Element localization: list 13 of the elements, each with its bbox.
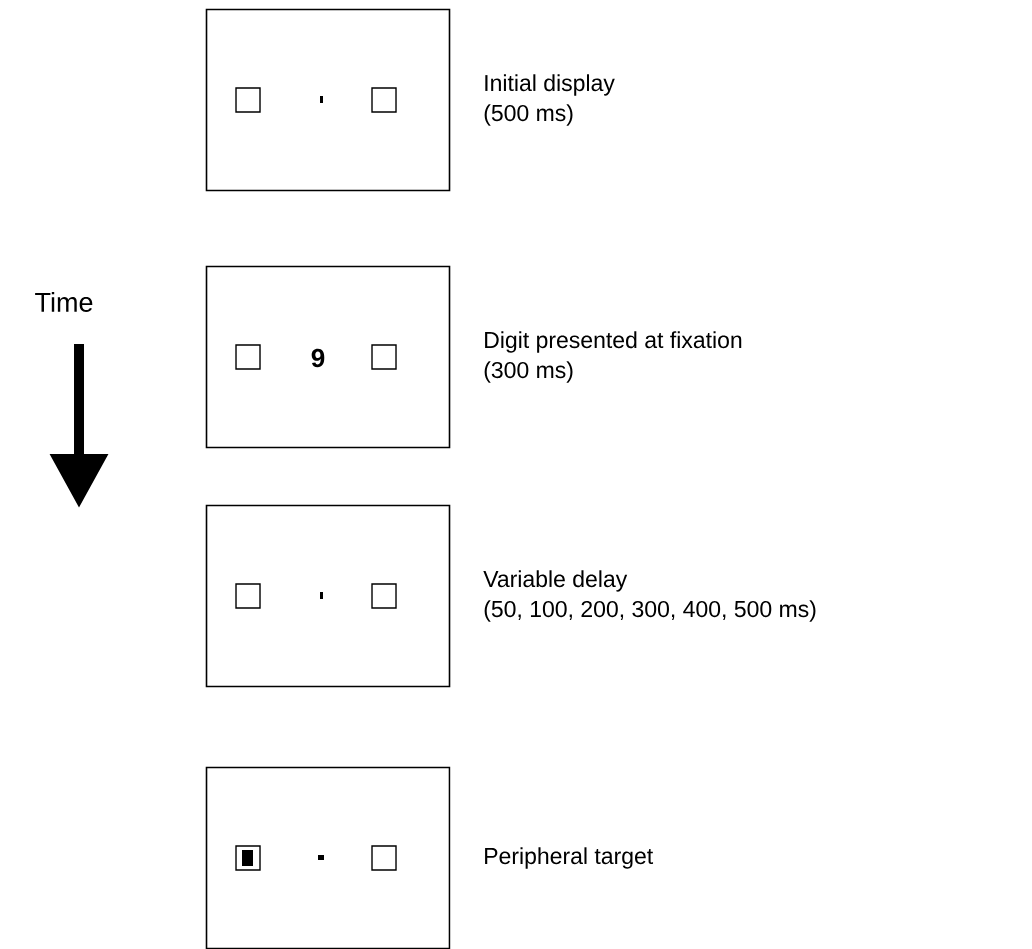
screen-box bbox=[205, 265, 451, 449]
screen-box bbox=[205, 504, 451, 688]
digit: 9 bbox=[311, 348, 325, 368]
screen-caption: (50, 100, 200, 300, 400, 500 ms) bbox=[484, 600, 816, 622]
screen-box bbox=[205, 8, 451, 192]
screen-box bbox=[205, 766, 451, 949]
screen-caption: Peripheral target bbox=[485, 847, 654, 869]
screen-caption: (300 ms) bbox=[484, 361, 573, 383]
screen-caption: (500 ms) bbox=[484, 104, 573, 126]
screen-caption: Variable delay bbox=[483, 570, 628, 592]
time-label: Time bbox=[35, 292, 93, 312]
screen-caption: Digit presented at fixation bbox=[485, 331, 742, 353]
screen-caption: Initial display bbox=[485, 74, 615, 96]
